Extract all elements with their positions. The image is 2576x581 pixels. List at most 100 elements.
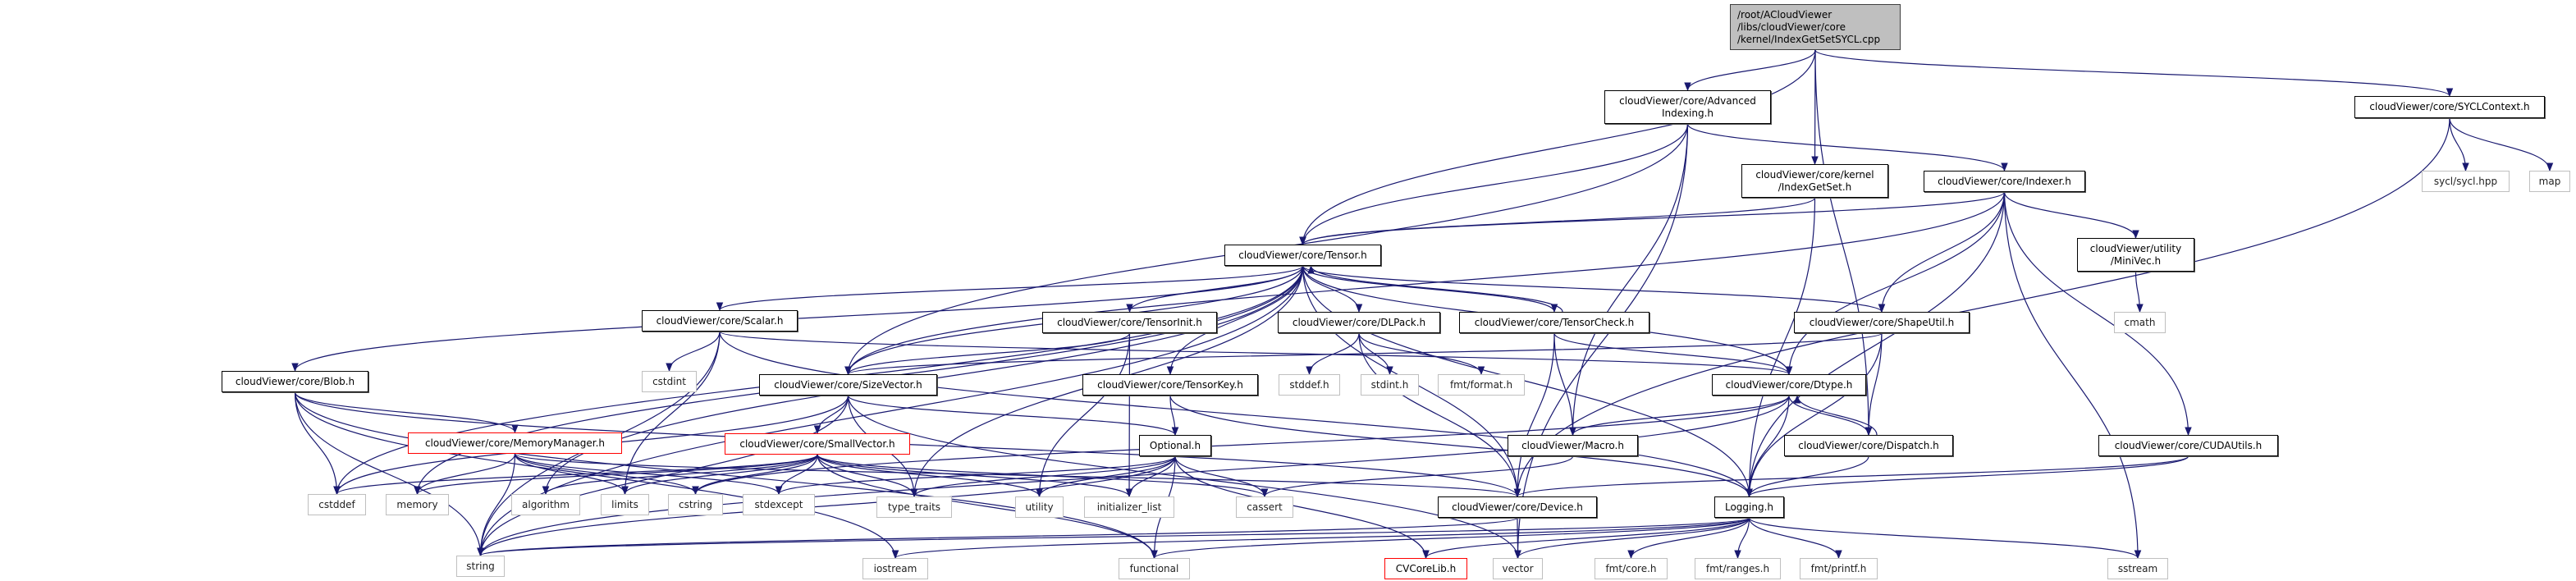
- edge-blob-to-cstddef: [294, 391, 341, 496]
- node-functional: functional: [1119, 558, 1190, 579]
- edge-indexer-to-sstream: [2003, 191, 2142, 560]
- node-syclhpp: sycl/sycl.hpp: [2422, 171, 2510, 192]
- node-minivec[interactable]: cloudViewer/utility /MiniVec.h: [2077, 238, 2194, 272]
- node-logging[interactable]: Logging.h: [1714, 496, 1784, 518]
- edge-advidx-to-indexer: [1686, 123, 2008, 172]
- edge-tensor-to-dlpack: [1302, 265, 1363, 313]
- node-stdexcept: stdexcept: [743, 494, 815, 515]
- edge-tensor-to-tcheck: [1302, 265, 1558, 313]
- edge-smallvec-to-cassert: [817, 454, 1269, 498]
- edge-shapeutil-to-sizevec: [844, 332, 1883, 376]
- edge-optional-to-string: [477, 455, 1176, 557]
- edge-scalar-to-limits: [621, 331, 721, 496]
- node-scalar[interactable]: cloudViewer/core/Scalar.h: [642, 310, 798, 332]
- edge-tensor-to-shapeutil: [1302, 265, 1886, 313]
- edge-indexer-to-dtype: [1785, 191, 2006, 376]
- edge-optional-to-stdexcept: [775, 455, 1176, 496]
- edge-dlpack-to-stddefh: [1306, 332, 1360, 376]
- edge-dlpack-to-device: [1358, 332, 1521, 498]
- edge-tcheck-to-macro: [1553, 332, 1576, 437]
- node-shapeutil[interactable]: cloudViewer/core/ShapeUtil.h: [1794, 312, 1970, 333]
- edge-logging-to-vector: [1514, 517, 1750, 560]
- node-smallvec[interactable]: cloudViewer/core/SmallVector.h: [725, 433, 910, 455]
- edge-device-to-string: [477, 517, 1518, 557]
- edge-advidx-to-tensor: [1299, 123, 1689, 246]
- edge-sizevec-to-optional: [847, 395, 1179, 437]
- node-sycl[interactable]: cloudViewer/core/SYCLContext.h: [2354, 96, 2545, 118]
- node-dispatch[interactable]: cloudViewer/core/Dispatch.h: [1784, 435, 1953, 456]
- edge-indexer-to-minivec: [2003, 191, 2139, 240]
- edge-advidx-to-macro: [1569, 123, 1689, 437]
- edge-tcheck-to-tensor: [1307, 264, 1563, 313]
- node-stddefh: stddef.h: [1279, 374, 1340, 396]
- edge-memmgr-to-string: [477, 453, 516, 557]
- edge-logging-to-fmtranges: [1734, 517, 1750, 560]
- edge-blob-to-memmgr: [294, 391, 519, 434]
- edge-scalar-to-dtype: [719, 331, 1792, 376]
- edge-sizevec-to-vector: [847, 395, 1521, 560]
- edge-tinit-to-utility: [1036, 332, 1131, 498]
- edge-indexer-to-sizevec: [844, 191, 2006, 376]
- edge-smallvec-to-cstddef: [333, 454, 818, 496]
- node-macro[interactable]: cloudViewer/Macro.h: [1508, 435, 1638, 456]
- edge-optional-to-cvcorelib: [1174, 455, 1430, 560]
- edge-logging-to-string: [477, 517, 1750, 557]
- node-optional[interactable]: Optional.h: [1139, 435, 1211, 456]
- node-indexer[interactable]: cloudViewer/core/Indexer.h: [1924, 171, 2085, 192]
- edge-smallvec-to-algorithm: [542, 454, 818, 496]
- edge-device-to-vector: [1514, 517, 1521, 560]
- node-initlist: initializer_list: [1084, 496, 1174, 518]
- edge-sizevec-to-smallvec: [813, 395, 849, 435]
- edge-indexer-to-logging: [1746, 191, 2006, 498]
- node-cvcorelib[interactable]: CVCoreLib.h: [1384, 558, 1467, 579]
- node-tinit[interactable]: cloudViewer/core/TensorInit.h: [1042, 312, 1217, 333]
- node-sstream: sstream: [2107, 558, 2168, 579]
- node-cstddef: cstddef: [308, 494, 366, 515]
- node-dlpack[interactable]: cloudViewer/core/DLPack.h: [1278, 312, 1440, 333]
- edge-tensor-to-blob: [291, 265, 1304, 373]
- edge-optional-to-initlist: [1125, 455, 1176, 498]
- node-advidx[interactable]: cloudViewer/core/Advanced Indexing.h: [1604, 90, 1771, 124]
- edge-root-to-advidx: [1684, 49, 1816, 92]
- node-dtype[interactable]: cloudViewer/core/Dtype.h: [1712, 374, 1866, 396]
- edge-scalar-to-logging: [719, 331, 1753, 498]
- node-fmtprintf: fmt/printf.h: [1800, 558, 1878, 579]
- edge-optional-to-typetraits: [910, 455, 1176, 498]
- edge-dispatch-to-dtype: [1793, 394, 1878, 436]
- edge-smallvec-to-limits: [621, 454, 818, 496]
- node-memmgr[interactable]: cloudViewer/core/MemoryManager.h: [408, 432, 622, 454]
- edge-sycl-to-device: [1513, 117, 2450, 498]
- edge-sycl-to-syclhpp: [2449, 117, 2469, 172]
- node-cmath: cmath: [2114, 312, 2166, 333]
- edge-dispatch-to-logging: [1746, 455, 1869, 498]
- edge-logging-to-fmtcore: [1627, 517, 1750, 560]
- edge-minivec-to-cmath: [2134, 271, 2144, 313]
- node-sizevec[interactable]: cloudViewer/core/SizeVector.h: [759, 374, 937, 396]
- edge-dtype-to-logging: [1746, 395, 1790, 498]
- edge-tensor-to-scalar: [716, 265, 1304, 312]
- edge-tensor-to-logging: [1302, 265, 1753, 498]
- edge-smallvec-to-memory: [414, 454, 818, 496]
- node-iostream: iostream: [862, 558, 928, 579]
- edge-logging-to-cvcorelib: [1422, 517, 1750, 560]
- node-tensor[interactable]: cloudViewer/core/Tensor.h: [1224, 245, 1381, 266]
- node-root[interactable]: /root/ACloudViewer /libs/cloudViewer/cor…: [1730, 4, 1901, 50]
- node-string: string: [456, 556, 505, 577]
- node-blob[interactable]: cloudViewer/core/Blob.h: [222, 371, 368, 392]
- node-tkey[interactable]: cloudViewer/core/TensorKey.h: [1082, 374, 1258, 396]
- edge-shapeutil-to-logging: [1746, 332, 1883, 498]
- node-cudautils[interactable]: cloudViewer/core/CUDAUtils.h: [2098, 435, 2278, 456]
- edge-tcheck-to-dtype: [1553, 332, 1793, 376]
- edge-smallvec-to-functional: [817, 454, 1158, 560]
- node-igs[interactable]: cloudViewer/core/kernel /IndexGetSet.h: [1741, 164, 1888, 198]
- node-algorithm: algorithm: [511, 494, 580, 515]
- edge-memmgr-to-cstring: [514, 453, 699, 496]
- edge-macro-to-cassert: [1261, 455, 1574, 498]
- node-tcheck[interactable]: cloudViewer/core/TensorCheck.h: [1459, 312, 1649, 333]
- edge-tinit-to-initlist: [1125, 332, 1133, 498]
- edge-memmgr-to-stdexcept: [514, 453, 783, 496]
- edge-igs-to-logging: [1746, 197, 1816, 498]
- node-limits: limits: [601, 494, 649, 515]
- node-device[interactable]: cloudViewer/core/Device.h: [1438, 496, 1597, 518]
